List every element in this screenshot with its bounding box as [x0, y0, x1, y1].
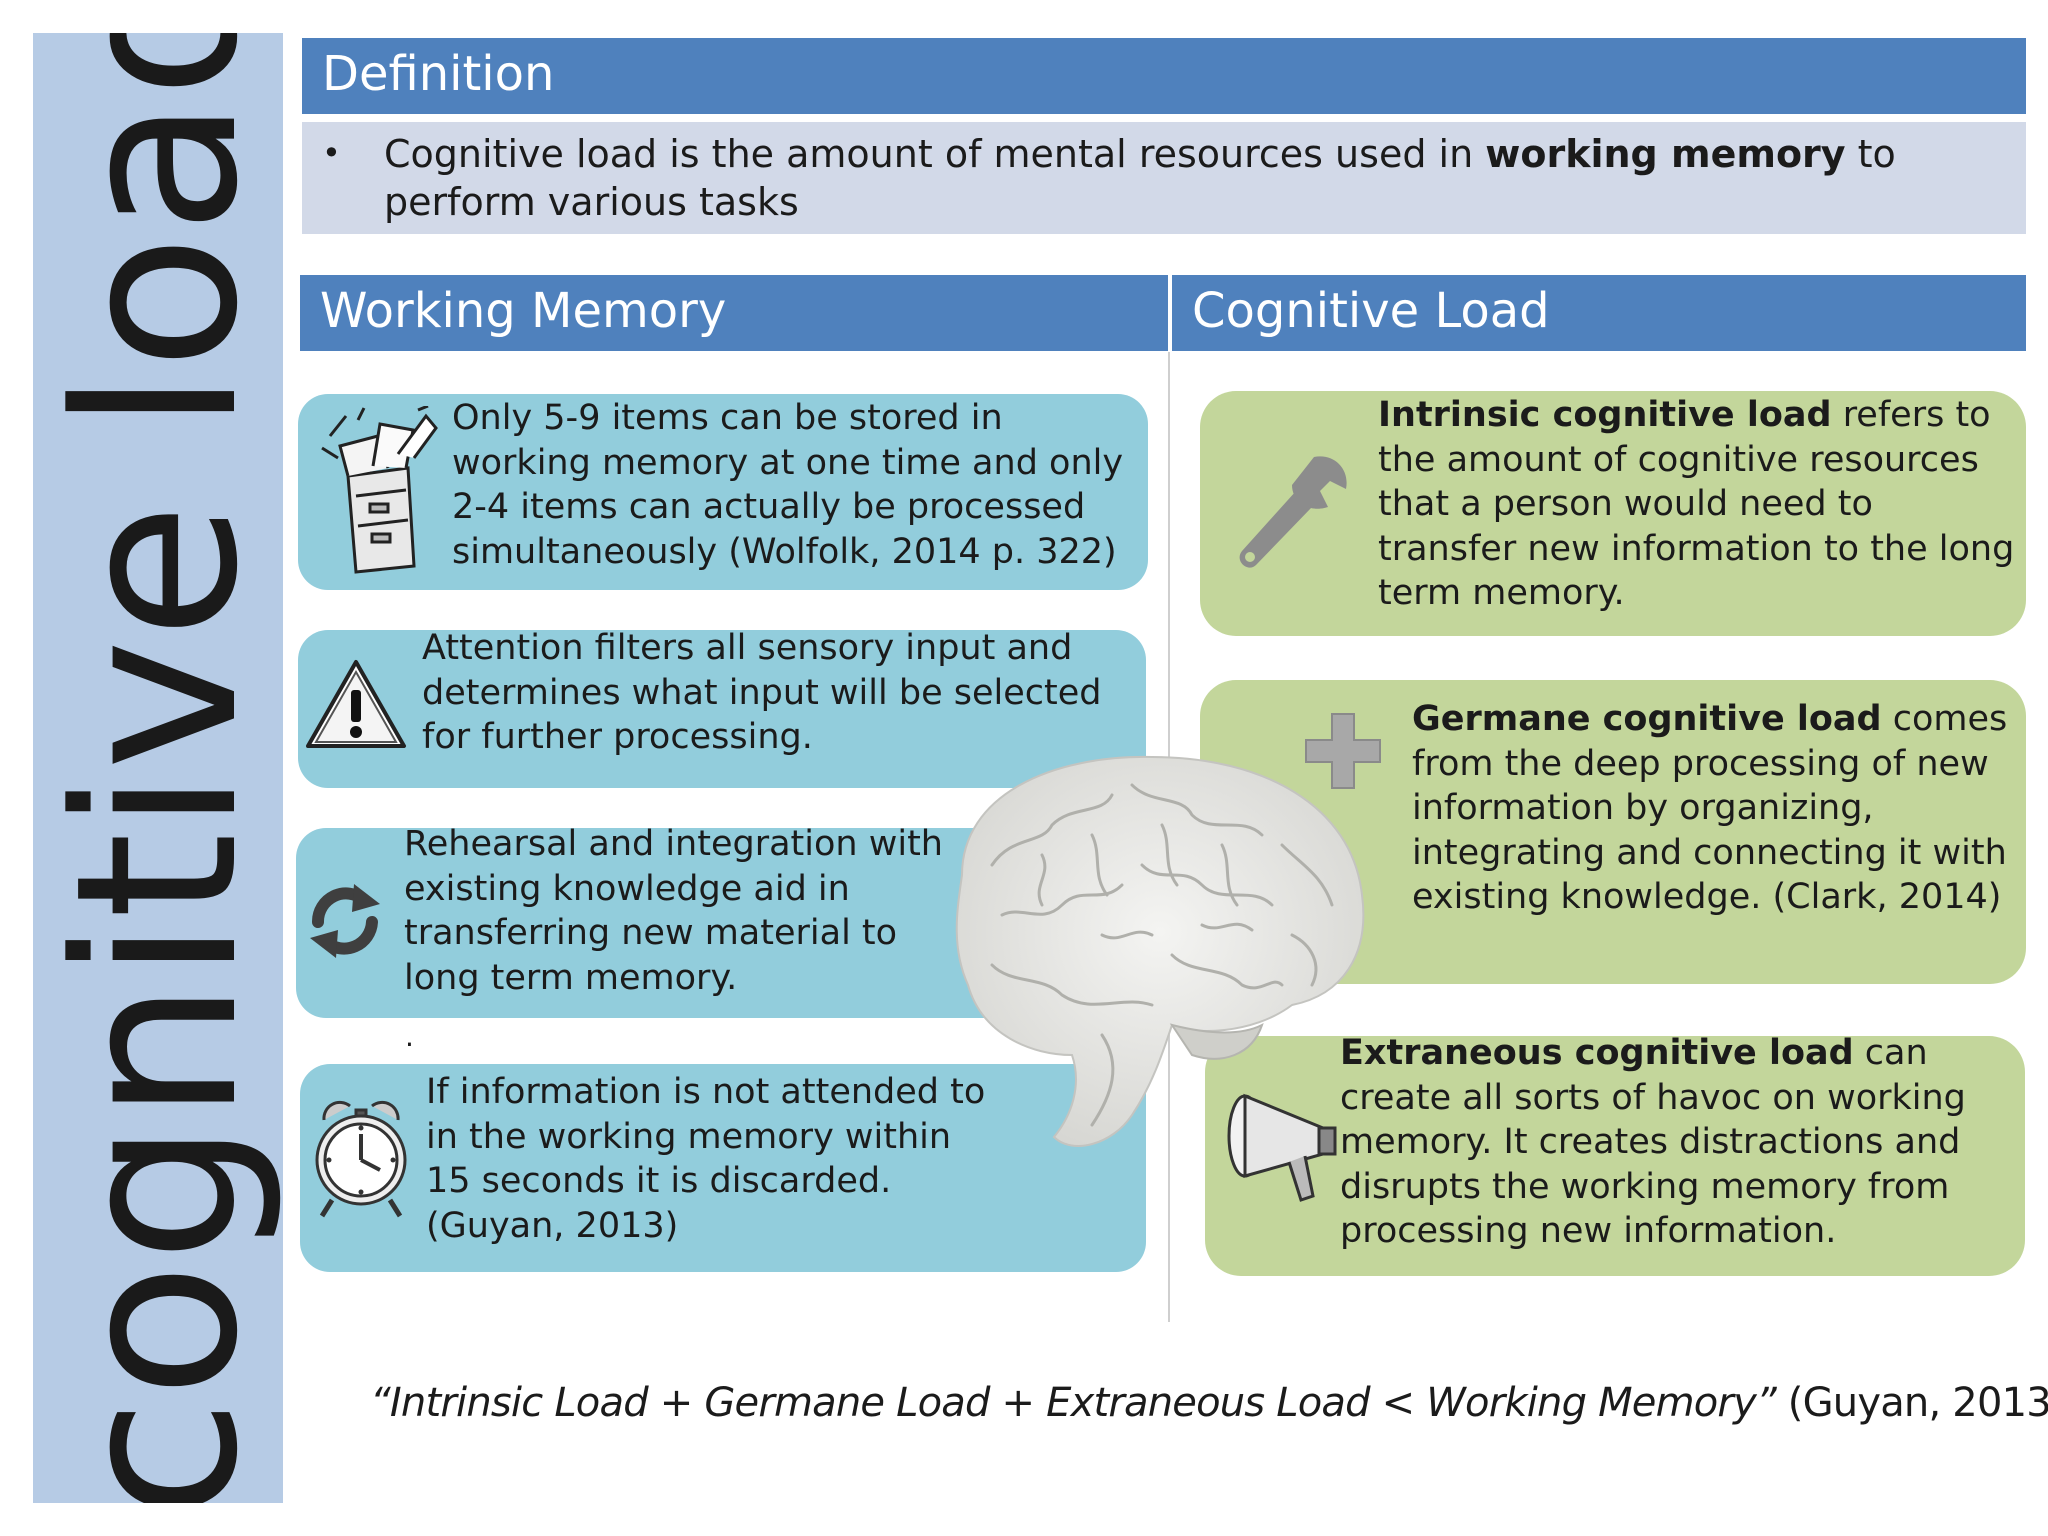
extraneous-load-description: can create all sorts of havoc on working… — [1340, 1033, 1966, 1251]
definition-body: • Cognitive load is the amount of mental… — [302, 122, 2026, 234]
cognitive-load-card-germane-text: Germane cognitive load comes from the de… — [1412, 697, 2022, 920]
definition-bullet: • — [322, 134, 341, 172]
working-memory-card-3-text: Rehearsal and integration with existing … — [404, 824, 943, 998]
working-memory-card-1: Only 5-9 items can be stored in working … — [298, 394, 1148, 590]
megaphone-icon — [1227, 1093, 1337, 1202]
intrinsic-load-label: Intrinsic cognitive load — [1378, 395, 1832, 435]
footer-citation: (Guyan, 2013) — [1775, 1380, 2048, 1426]
warning-icon — [306, 660, 406, 748]
definition-text-bold: working memory — [1485, 132, 1846, 176]
germane-load-description: comes from the deep processing of new in… — [1412, 699, 2008, 917]
alarm-clock-icon — [315, 1100, 407, 1218]
brain-illustration — [955, 755, 1365, 1147]
cognitive-load-card-intrinsic-text: Intrinsic cognitive load refers to the a… — [1378, 393, 2018, 616]
plus-icon — [1305, 713, 1381, 789]
side-title: cognitive load — [33, 33, 283, 1503]
wrench-icon — [1239, 456, 1347, 568]
definition-header: Definition — [302, 38, 2026, 114]
refresh-icon — [310, 884, 380, 958]
extraneous-load-label: Extraneous cognitive load — [1340, 1033, 1854, 1073]
cognitive-load-card-intrinsic: Intrinsic cognitive load refers to the a… — [1200, 391, 2026, 636]
intrinsic-load-description: refers to the amount of cognitive resour… — [1378, 395, 2015, 613]
file-cabinet-icon — [321, 406, 438, 574]
side-title-wrap: cognitive load — [33, 33, 283, 1503]
stray-mark: . — [405, 1020, 414, 1053]
cognitive-load-card-extraneous: Extraneous cognitive load can create all… — [1205, 1033, 2025, 1276]
working-memory-header: Working Memory — [300, 275, 1168, 351]
working-memory-card-4-text: If information is not attended to in the… — [426, 1072, 986, 1246]
side-band — [33, 33, 283, 1503]
definition-text-before: Cognitive load is the amount of mental r… — [384, 132, 1486, 176]
germane-load-label: Germane cognitive load — [1412, 699, 1882, 739]
working-memory-card-1-text: Only 5-9 items can be stored in working … — [452, 398, 1124, 572]
working-memory-card-3: Rehearsal and integration with existing … — [296, 824, 1146, 1018]
footer-formula: “Intrinsic Load + Germane Load + Extrane… — [370, 1380, 2048, 1426]
cognitive-load-header: Cognitive Load — [1172, 275, 2026, 351]
definition-text: Cognitive load is the amount of mental r… — [384, 130, 1944, 226]
working-memory-card-4: If information is not attended to in the… — [300, 1064, 1146, 1272]
cognitive-load-card-extraneous-text: Extraneous cognitive load can create all… — [1340, 1031, 2020, 1254]
working-memory-card-2-text: Attention filters all sensory input and … — [422, 628, 1102, 757]
definition-text-after: to perform various tasks — [384, 132, 1896, 224]
footer-quote-text: “Intrinsic Load + Germane Load + Extrane… — [370, 1380, 1777, 1426]
working-memory-card-2: Attention filters all sensory input and … — [298, 628, 1146, 788]
